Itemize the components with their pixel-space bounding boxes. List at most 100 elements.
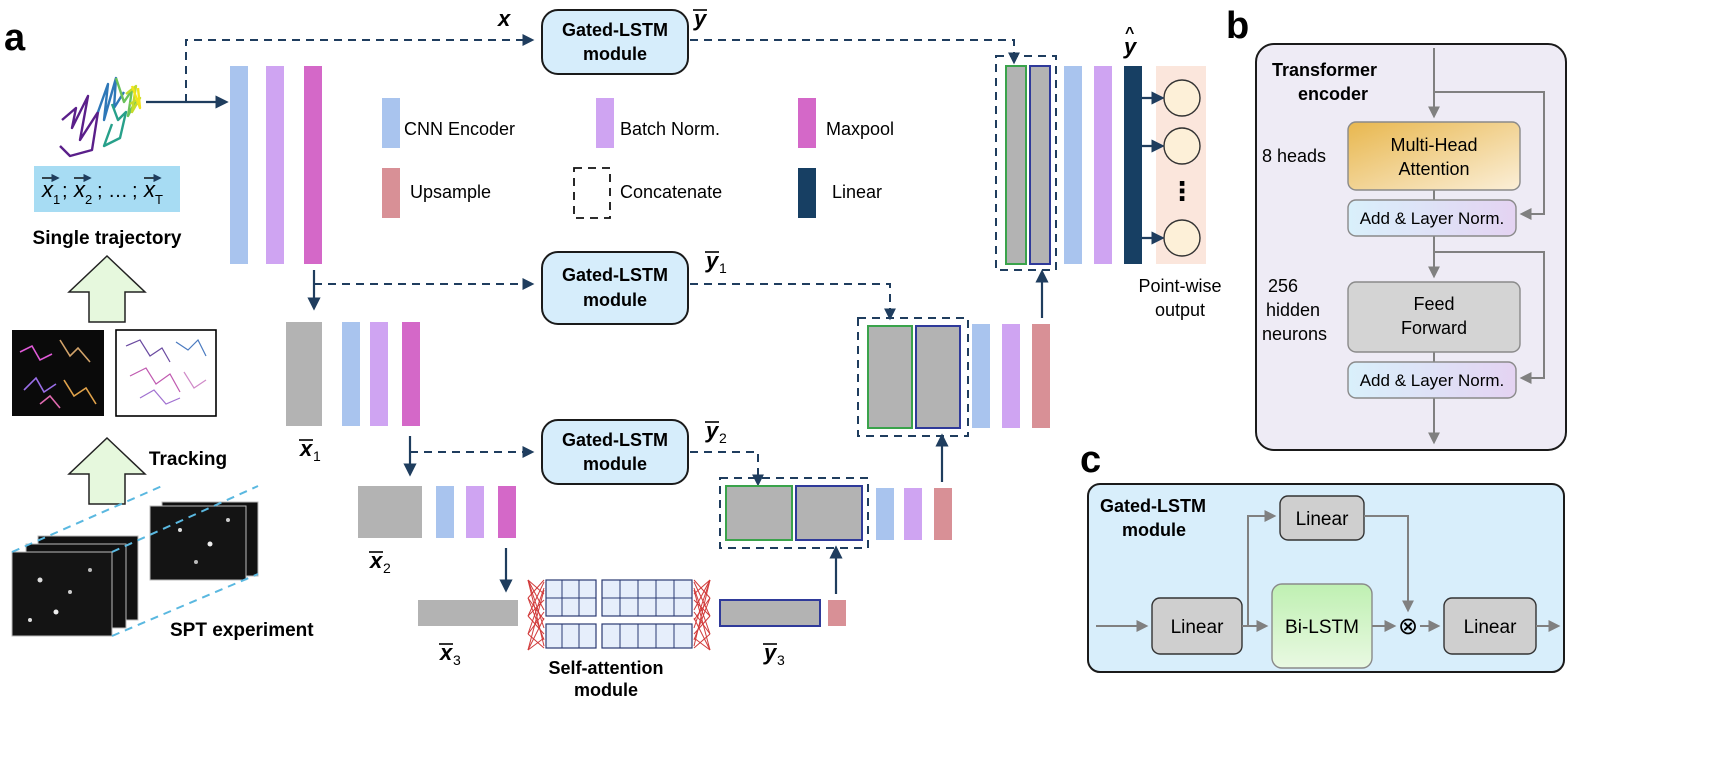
cnn-encoder-layer [876,488,894,540]
single-trajectory-label: Single trajectory [33,228,182,249]
sequence-notation: x 1 ; x 2 ; … ; x T [41,173,163,207]
self-attention-label-1: Self-attention [549,658,664,678]
concat-skip-feature [725,485,793,541]
svg-text:1: 1 [719,260,727,276]
spt-frame-stack [11,485,259,637]
tracking-image-dark [12,330,104,416]
cnn-encoder-layer [1064,66,1082,264]
gated-lstm-title-1: Gated-LSTM [1100,496,1206,516]
tracking-tracks-dark [19,339,97,409]
concat-upsampled-feature [1029,65,1051,265]
gated-lstm-title-2: module [1122,520,1186,540]
output-node [1163,79,1201,117]
residual-arrow-2 [1434,251,1545,384]
feed-forward-block [1347,281,1521,353]
feature-map-x1 [286,322,322,426]
svg-text:;: ; [132,180,138,202]
gate-to-multiply-arrow [1364,515,1414,613]
symbol-x: x [497,6,511,31]
feature-map-y3 [719,599,821,627]
gated-lstm-module-2 [541,419,689,485]
maxpool-layer [304,66,322,264]
maxpool-layer [402,322,420,426]
svg-text:Upsample: Upsample [410,182,491,202]
output-arrows [1142,91,1165,245]
maxpool-layer [498,486,516,538]
svg-text:1: 1 [313,448,321,464]
symbol-x1: x [299,436,313,461]
svg-text:Forward: Forward [1401,318,1467,338]
svg-text:3: 3 [777,652,785,668]
svg-text:…: … [108,180,128,202]
panel-label-a: a [4,17,26,59]
linear-block-gate [1279,495,1365,541]
cnn-encoder-layer [436,486,454,538]
symbol-x3: x [439,640,453,665]
gated-lstm-module-0 [541,9,689,75]
legend: CNN Encoder Batch Norm. Maxpool Upsample… [382,98,894,219]
concatenate-block-0 [995,55,1057,271]
spt-experiment-label: SPT experiment [170,620,314,641]
svg-text:Gated-LSTM: Gated-LSTM [562,430,668,450]
legend-swatch-cnn [382,98,400,148]
hidden-label-2: hidden [1266,300,1320,320]
svg-text:1: 1 [53,192,60,207]
hidden-label-3: neurons [1262,324,1327,344]
feature-map-x2 [358,486,422,538]
self-attention-label-2: module [574,680,638,700]
cnn-encoder-layer [972,324,990,428]
svg-text:x: x [73,177,86,202]
concat-skip-feature [867,325,913,429]
attention-fan-left [527,579,545,651]
concatenate-block-2 [719,477,869,549]
concatenate-block-1 [857,317,969,437]
legend-swatch-bn [596,98,614,148]
add-layer-norm-block-1 [1347,199,1517,237]
panel-label-c: c [1080,439,1101,481]
svg-text:2: 2 [383,560,391,576]
heads-label: 8 heads [1262,146,1326,166]
svg-text:2: 2 [85,192,92,207]
upsample-layer [828,600,846,626]
batch-norm-layer [266,66,284,264]
skip-output-0 [690,39,1020,65]
concat-upsampled-feature [795,485,863,541]
symbol-y2: y [705,418,720,443]
multiply-icon: ⊗ [1398,613,1418,640]
legend-swatch-maxpool [798,98,816,148]
cnn-encoder-layer [230,66,248,264]
add-layer-norm-block-2 [1347,361,1517,399]
hidden-label-1: 256 [1268,276,1298,296]
svg-text:2: 2 [719,430,727,446]
output-label: output [1155,300,1205,320]
svg-text:Attention: Attention [1398,159,1469,179]
trajectory-plot-icon [59,76,142,158]
svg-text:Linear: Linear [1171,617,1224,638]
legend-swatch-concatenate [573,167,611,219]
tracking-image-light [115,329,217,417]
svg-text:Linear: Linear [1296,509,1349,530]
svg-text:module: module [583,290,647,310]
symbol-x2: x [369,548,383,573]
hat: ^ [1125,25,1134,42]
svg-text:Add & Layer Norm.: Add & Layer Norm. [1360,371,1505,390]
svg-text:Linear: Linear [1464,617,1517,638]
svg-text:;: ; [97,180,103,202]
skip-output-2 [690,451,764,487]
residual-arrow-1 [1434,91,1545,220]
svg-text:Gated-LSTM: Gated-LSTM [562,265,668,285]
svg-text:Concatenate: Concatenate [620,182,722,202]
output-ellipsis: ⋮ [1169,176,1195,206]
attention-fan-right [693,579,711,651]
symbol-y3: y [763,640,778,665]
up-arrow-icon [67,436,147,505]
concat-skip-feature [1005,65,1027,265]
svg-text:T: T [155,192,163,207]
batch-norm-layer [1002,324,1020,428]
svg-text:Add & Layer Norm.: Add & Layer Norm. [1360,209,1505,228]
tracking-label: Tracking [149,449,227,470]
svg-text:;: ; [62,180,68,202]
concat-upsampled-feature [915,325,961,429]
svg-text:Bi-LSTM: Bi-LSTM [1285,617,1359,638]
skip-output-1 [690,283,896,321]
